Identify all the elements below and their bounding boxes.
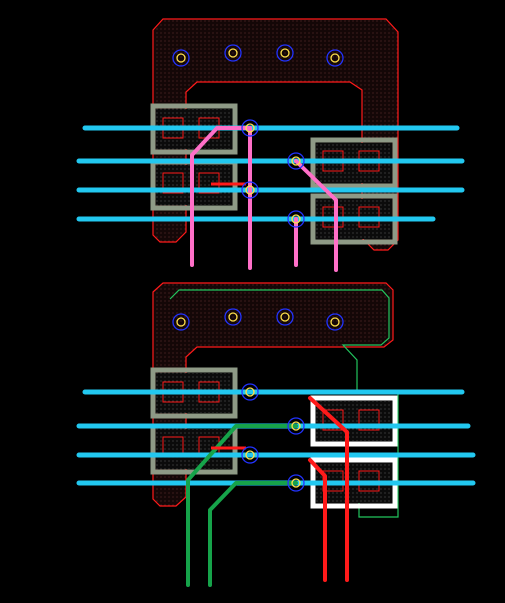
via-icon[interactable] [287,417,305,435]
via-icon[interactable] [326,49,344,67]
via-icon[interactable] [224,308,242,326]
via-icon[interactable] [241,119,259,137]
upper-cyan-traces[interactable] [76,125,465,222]
via-icon[interactable] [241,181,259,199]
via-icon[interactable] [287,152,305,170]
via-icon[interactable] [326,313,344,331]
via-icon[interactable] [172,49,190,67]
lower-red-traces[interactable] [308,396,349,582]
upper-vias[interactable] [172,44,344,228]
lower-copper-pour[interactable] [152,282,394,507]
upper-block [76,18,465,272]
via-icon[interactable] [287,474,305,492]
via-icon[interactable] [276,44,294,62]
via-icon[interactable] [276,308,294,326]
lower-green-traces[interactable] [186,424,298,587]
via-icon[interactable] [241,446,259,464]
via-icon[interactable] [287,210,305,228]
upper-copper-pour[interactable] [152,18,399,251]
lower-block [76,282,476,587]
lower-cyan-traces[interactable] [76,389,476,486]
via-icon[interactable] [241,383,259,401]
lower-vias[interactable] [172,308,344,492]
pad-l3[interactable] [310,395,398,447]
upper-pink-traces[interactable] [190,126,338,272]
via-icon[interactable] [224,44,242,62]
lower-green-outline[interactable] [169,289,399,518]
via-icon[interactable] [172,313,190,331]
